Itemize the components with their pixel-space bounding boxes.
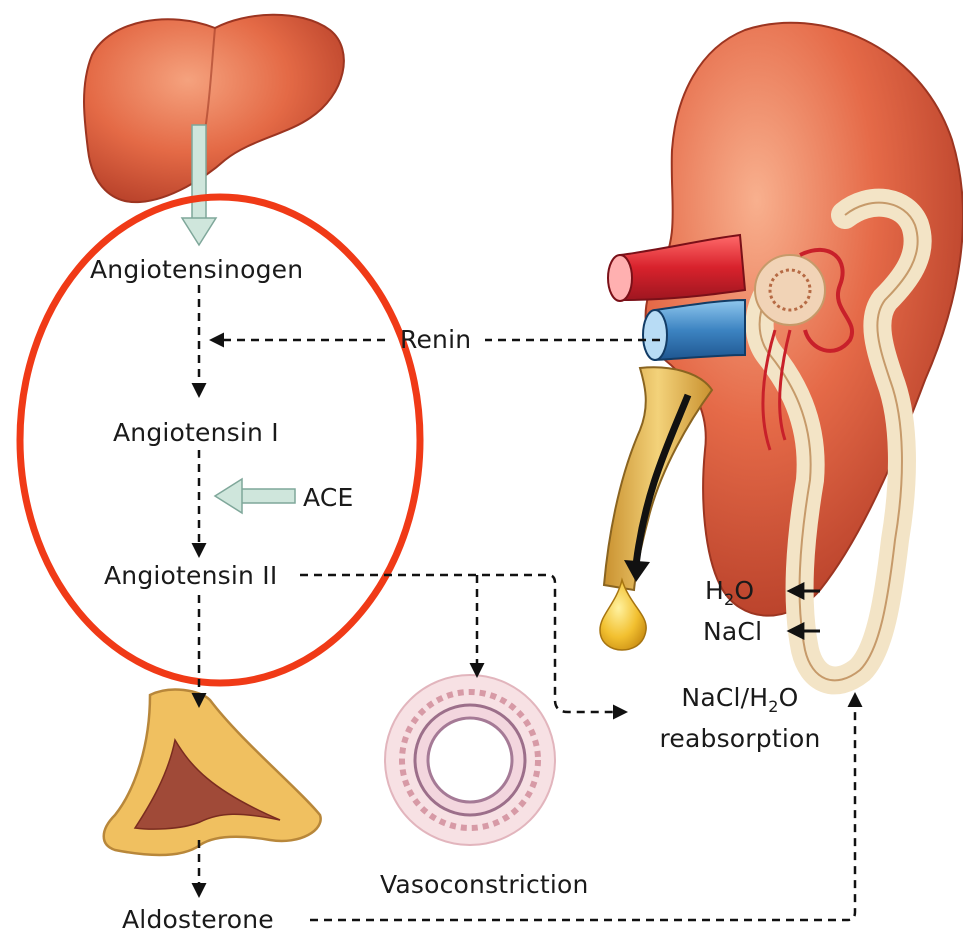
ureter [604, 367, 712, 590]
urine-drop [600, 580, 646, 650]
ace-arrow [215, 479, 295, 513]
label-aldosterone: Aldosterone [122, 907, 274, 932]
label-h2o-h: H [705, 576, 724, 605]
label-reabsorption-nacl-h: NaCl/H [681, 683, 768, 712]
label-renin: Renin [400, 327, 471, 352]
label-reabsorption-sub: 2 [768, 697, 778, 716]
label-angiotensin-1: Angiotensin I [113, 420, 279, 445]
label-nacl: NaCl [703, 619, 762, 644]
adrenal-gland-illustration [104, 690, 321, 855]
label-angiotensinogen: Angiotensinogen [90, 257, 303, 282]
label-reabsorption-o: O [779, 683, 799, 712]
label-vasoconstriction: Vasoconstriction [380, 872, 589, 897]
label-ace: ACE [303, 485, 354, 510]
label-reabsorption-line2: reabsorption [640, 723, 840, 755]
label-h2o-sub: 2 [724, 590, 734, 609]
label-h2o: H2O [705, 578, 754, 608]
blood-vessel-cross-section [385, 675, 555, 845]
label-reabsorption-line1: NaCl/H2O [640, 682, 840, 723]
label-reabsorption: NaCl/H2O reabsorption [640, 682, 840, 755]
liver-illustration [84, 15, 344, 202]
label-angiotensin-2: Angiotensin II [104, 563, 277, 588]
label-h2o-o: O [734, 576, 754, 605]
